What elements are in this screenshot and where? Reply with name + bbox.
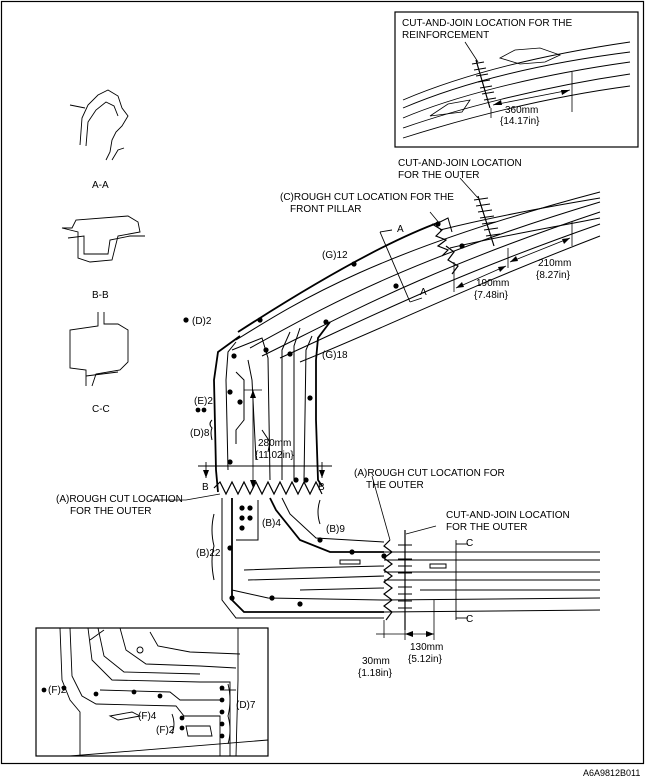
- section-c-c: C-C: [69, 312, 129, 415]
- section-b-b: B-B: [61, 215, 145, 301]
- label-dim-280-mm: 280mm: [258, 438, 291, 449]
- label-cut-join-outer-bottom-2: FOR THE OUTER: [446, 522, 527, 533]
- dim-360-in: {14.17in}: [500, 116, 540, 127]
- inset-reinforcement: CUT-AND-JOIN LOCATION FOR THE REINFORCEM…: [394, 11, 639, 148]
- label-rough-cut-right-1: (A)ROUGH CUT LOCATION FOR: [354, 468, 505, 479]
- label-b4: (B)4: [262, 518, 281, 529]
- label-b-right: B: [318, 482, 325, 493]
- label-b9: (B)9: [326, 524, 345, 535]
- inset-label-d7: (D)7: [236, 700, 256, 711]
- label-rough-cut-left-1: (A)ROUGH CUT LOCATION: [56, 494, 183, 505]
- section-a-a-label: A-A: [92, 180, 109, 191]
- label-dim-280-in: {11.02in}: [255, 450, 294, 461]
- label-dim-130-in: {5.12in}: [408, 654, 443, 665]
- label-a-top: A: [397, 224, 404, 235]
- inset-label-f2-left: (F)2: [48, 685, 67, 696]
- label-cut-join-outer-top-1: CUT-AND-JOIN LOCATION: [398, 158, 522, 169]
- label-dim-130-mm: 130mm: [410, 642, 443, 653]
- outer-frame: [0, 0, 645, 765]
- label-e2: (E)2: [194, 396, 213, 407]
- section-b-b-label: B-B: [92, 290, 109, 301]
- label-g18: (G)18: [322, 350, 348, 361]
- inset-label-f4: (F)4: [138, 711, 157, 722]
- figure-code: A6A9812B011: [583, 768, 640, 778]
- dim-360-mm: 360mm: [505, 105, 538, 116]
- section-a-a: A-A: [69, 89, 129, 191]
- label-a-bottom: A: [420, 287, 427, 298]
- label-dim-30-in: {1.18in}: [358, 668, 393, 679]
- main-structure: [150, 177, 601, 640]
- inset-reinforcement-label-2: REINFORCEMENT: [402, 30, 489, 41]
- label-dim-190-in: {7.48in}: [474, 290, 509, 301]
- label-c-bottom: C: [466, 614, 473, 625]
- label-dim-190-mm: 190mm: [476, 278, 509, 289]
- main-labels: CUT-AND-JOIN LOCATION FOR THE OUTER (C)R…: [56, 158, 571, 679]
- label-c-top: C: [466, 538, 473, 549]
- inset-lower-detail: (F)2 (F)4 (F)2 (D)7: [35, 627, 269, 757]
- label-g12: (G)12: [322, 250, 348, 261]
- label-rough-cut-front-2: FRONT PILLAR: [290, 204, 362, 215]
- label-b22: (B)22: [196, 548, 221, 559]
- label-cut-join-outer-top-2: FOR THE OUTER: [398, 170, 479, 181]
- label-rough-cut-front-1: (C)ROUGH CUT LOCATION FOR THE: [280, 192, 454, 203]
- label-b-left: B: [202, 482, 209, 493]
- label-rough-cut-left-2: FOR THE OUTER: [70, 506, 151, 517]
- label-cut-join-outer-bottom-1: CUT-AND-JOIN LOCATION: [446, 510, 570, 521]
- label-d2: (D)2: [192, 316, 212, 327]
- section-c-c-label: C-C: [92, 404, 110, 415]
- label-rough-cut-right-2: THE OUTER: [366, 480, 424, 491]
- inset-label-f2-bottom: (F)2: [156, 725, 175, 736]
- spot-weld-dots: [183, 221, 465, 607]
- label-dim-210-in: {8.27in}: [536, 270, 571, 281]
- inset-reinforcement-label-1: CUT-AND-JOIN LOCATION FOR THE: [402, 18, 573, 29]
- label-dim-210-mm: 210mm: [538, 258, 571, 269]
- label-dim-30-mm: 30mm: [362, 656, 390, 667]
- label-d8: (D)8: [190, 428, 210, 439]
